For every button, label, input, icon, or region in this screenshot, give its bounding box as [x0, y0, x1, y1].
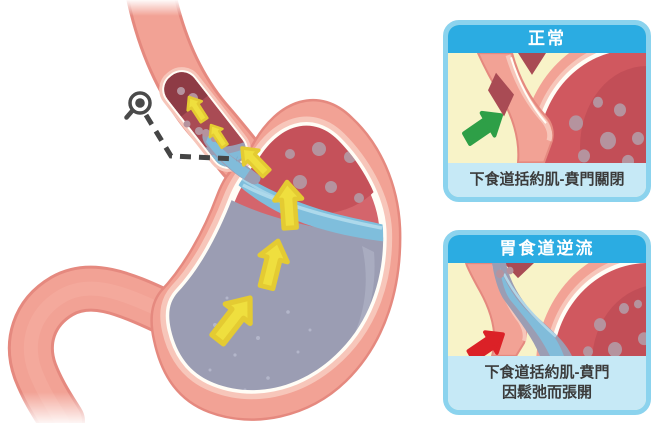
mini-cardia-notch [518, 53, 546, 75]
panel-normal-header: 正常 [448, 25, 646, 53]
mini-stomach-dome [536, 263, 646, 356]
panel-reflux-caption: 下食道括約肌-賁門 因鬆弛而張開 [448, 356, 646, 410]
reflux-fluid-surface [230, 166, 384, 242]
leader-dashed-line [143, 113, 238, 162]
stomach-reflux-illustration [7, 0, 402, 423]
panel-normal-title: 正常 [528, 29, 566, 48]
panel-reflux-content [448, 263, 646, 356]
reflux-arrow-icon [186, 95, 209, 124]
reflux-arrow-icon [240, 146, 272, 179]
magnifier-icon [124, 91, 238, 162]
reflux-direction-arrows [186, 95, 305, 347]
top-fade [110, 0, 206, 16]
mini-reflux-stream [492, 263, 572, 356]
mini-closed-lumen [488, 72, 514, 117]
panel-normal: 正常 [443, 20, 651, 202]
bottom-fade [16, 392, 98, 423]
panel-reflux-header: 胃食道逆流 [448, 235, 646, 263]
panel-normal-content [448, 53, 646, 163]
mini-cardia-notch [504, 263, 534, 279]
reflux-arrow-icon [257, 238, 290, 292]
caption-line: 下食道括約肌-賁門 [484, 364, 610, 381]
panel-reflux: 胃食道逆流 [443, 230, 651, 415]
reflux-arrow-icon [272, 179, 305, 231]
caption-line: 因鬆弛而張開 [501, 383, 592, 401]
red-up-right-arrow-icon [466, 330, 505, 356]
green-up-right-arrow-icon [462, 110, 504, 147]
reflux-junction-illustration [464, 263, 646, 356]
panel-normal-caption: 下食道括約肌-賁門關閉 [448, 162, 646, 197]
normal-junction-illustration [462, 53, 646, 163]
caption-line: 下食道括約肌-賁門關閉 [469, 170, 625, 188]
fluid-sheen [332, 246, 375, 368]
panel-reflux-title: 胃食道逆流 [499, 239, 595, 258]
reflux-arrow-icon [208, 123, 229, 150]
reflux-arrow-icon [209, 295, 253, 347]
